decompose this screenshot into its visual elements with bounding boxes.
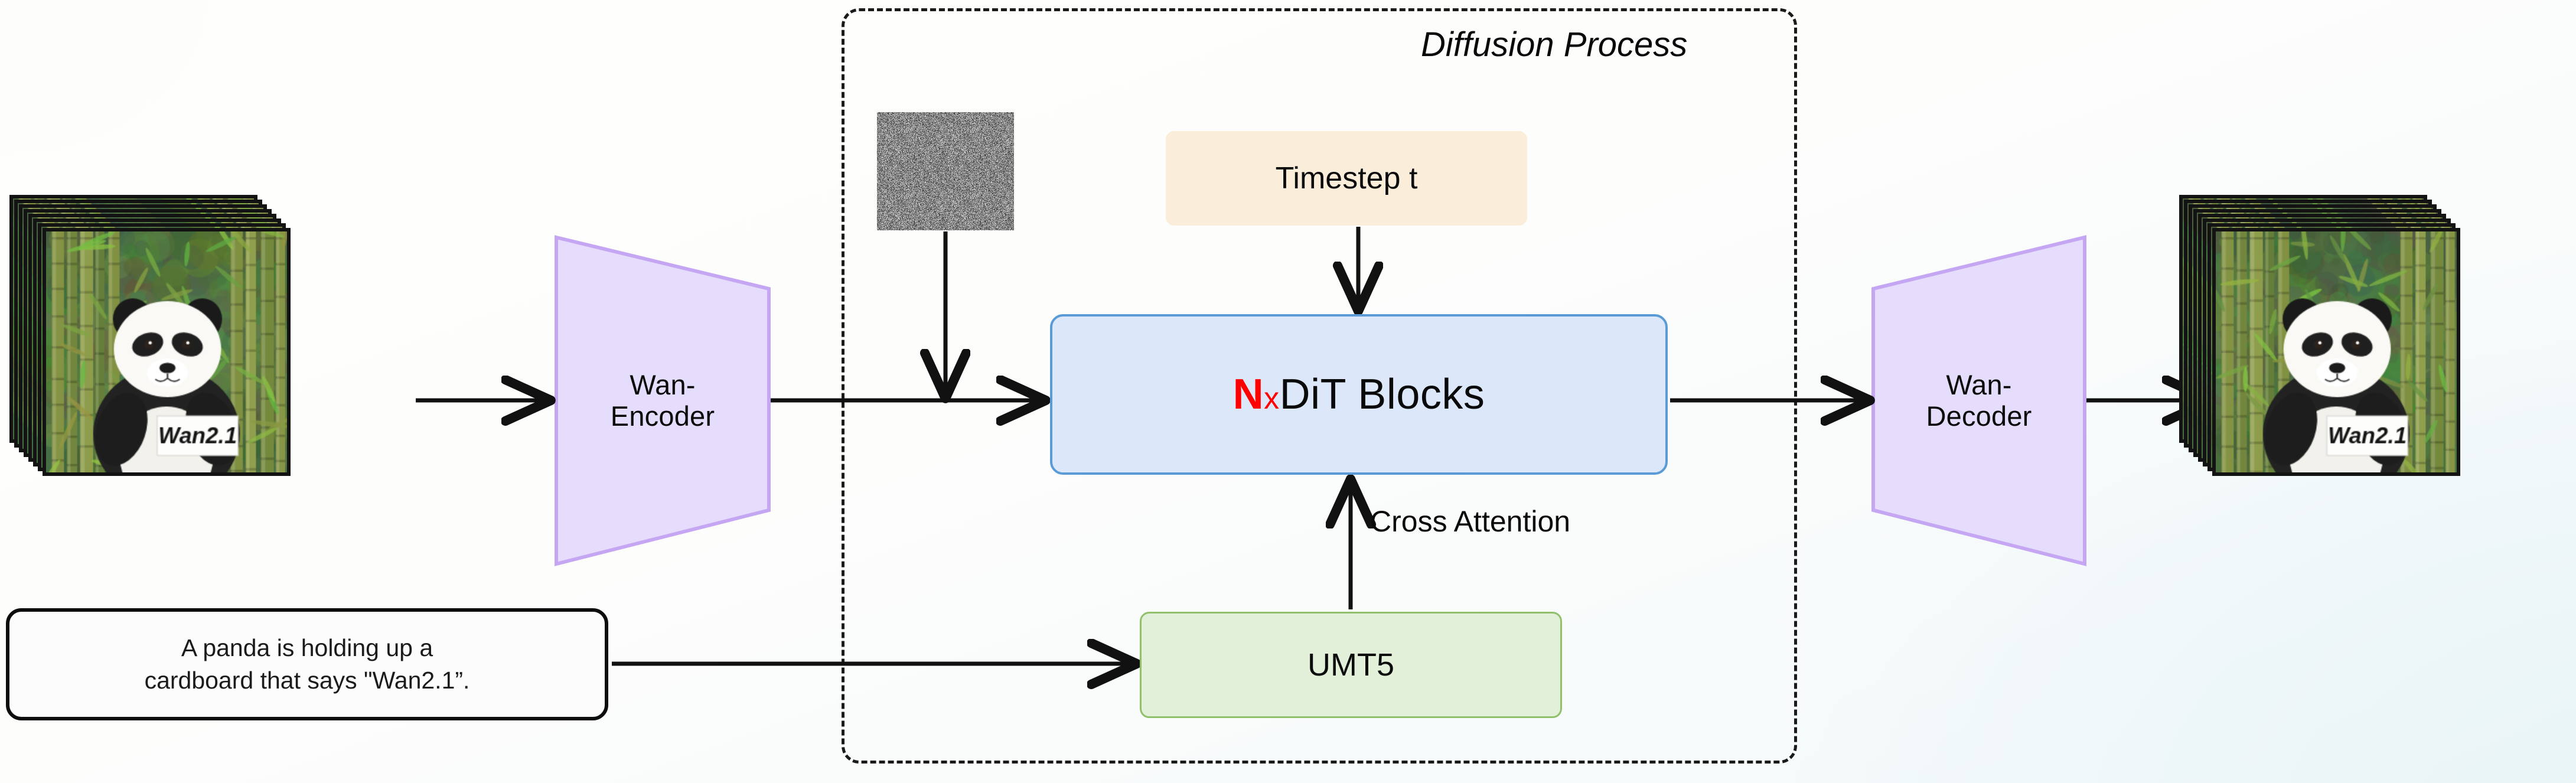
dit-blocks-text: DiT Blocks <box>1280 371 1485 418</box>
umt5-text-encoder-block[interactable]: UMT5 <box>1140 612 1562 718</box>
input-video-frame <box>43 228 291 476</box>
wan-decoder-block[interactable]: Wan- Decoder <box>1873 237 2085 564</box>
umt5-label: UMT5 <box>1307 647 1394 683</box>
wan-decoder-label-line1: Wan- <box>1946 370 2011 401</box>
wan-encoder-label-line2: Encoder <box>611 401 715 432</box>
dit-blocks-label: NxDiT Blocks <box>1233 370 1485 419</box>
wan-decoder-label-line2: Decoder <box>1926 401 2032 432</box>
dit-multiplier-symbol: x <box>1264 381 1280 416</box>
dit-blocks-block[interactable]: NxDiT Blocks <box>1050 314 1668 475</box>
wan-encoder-label-line1: Wan- <box>630 370 695 401</box>
output-video-frame-stack <box>2179 195 2463 455</box>
cross-attention-label: Cross Attention <box>1370 504 1570 539</box>
text-prompt-box[interactable]: A panda is holding up a cardboard that s… <box>6 608 608 720</box>
wan-encoder-block[interactable]: Wan- Encoder <box>556 237 769 564</box>
prompt-line-2: cardboard that says "Wan2.1”. <box>145 664 470 697</box>
output-video-frame <box>2212 228 2460 476</box>
dit-block-count: N <box>1233 371 1264 418</box>
timestep-block[interactable]: Timestep t <box>1166 131 1527 226</box>
input-video-frame-stack <box>9 195 293 455</box>
prompt-line-1: A panda is holding up a <box>181 632 433 664</box>
timestep-label: Timestep t <box>1276 161 1418 196</box>
